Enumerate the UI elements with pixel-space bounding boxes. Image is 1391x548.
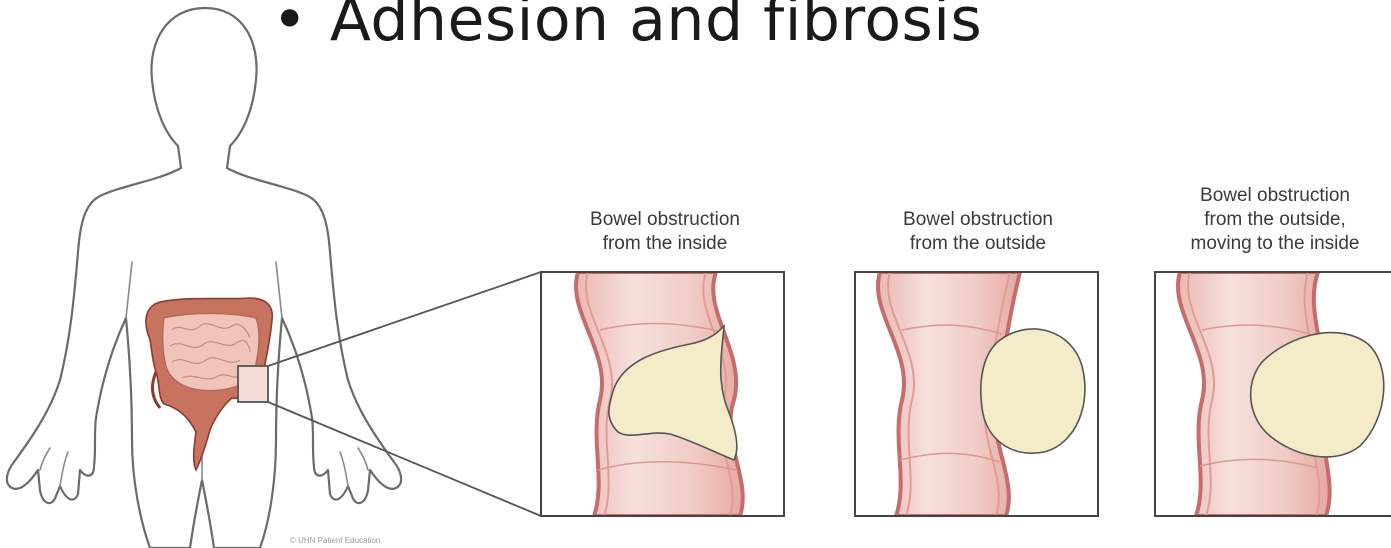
image-credit: © UHN Patient Education <box>290 536 380 545</box>
body-silhouette <box>7 8 401 548</box>
obstruction-mass <box>981 329 1085 453</box>
panel-outside <box>855 272 1098 516</box>
panel-outside-to-inside <box>1155 272 1391 516</box>
panel-caption-outside-to-inside: Bowel obstruction from the outside, movi… <box>1140 184 1391 256</box>
body-figure <box>7 8 401 548</box>
caption-line: moving to the inside <box>1140 232 1391 256</box>
caption-line: Bowel obstruction <box>520 208 810 232</box>
zoom-region <box>238 366 268 402</box>
panel-caption-inside: Bowel obstruction from the inside <box>520 208 810 256</box>
panel-inside <box>541 272 784 516</box>
caption-line: Bowel obstruction <box>838 208 1118 232</box>
caption-line: from the inside <box>520 232 810 256</box>
caption-line: from the outside, <box>1140 208 1391 232</box>
panel-caption-outside: Bowel obstruction from the outside <box>838 208 1118 256</box>
caption-line: from the outside <box>838 232 1118 256</box>
caption-line: Bowel obstruction <box>1140 184 1391 208</box>
